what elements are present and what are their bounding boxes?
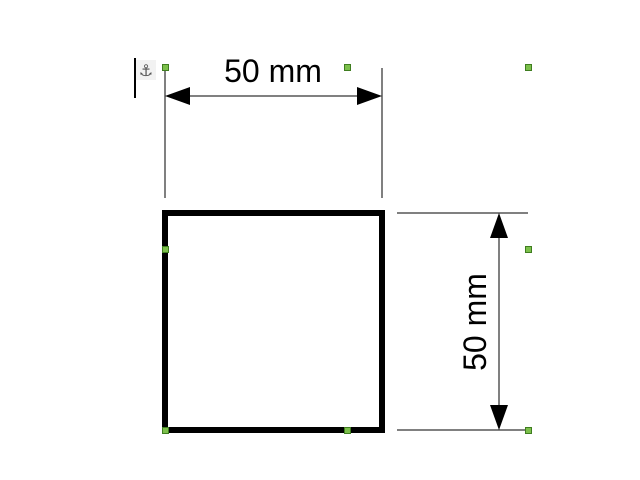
selection-handle-top-right[interactable] (525, 64, 532, 71)
selection-handle-middle-right[interactable] (525, 246, 532, 253)
square-shape[interactable] (162, 210, 385, 433)
selection-handle-bottom-left[interactable] (162, 427, 169, 434)
vertical-arrowhead-bottom (490, 405, 508, 430)
selection-handle-top-left[interactable] (162, 64, 169, 71)
horizontal-arrowhead-left (165, 87, 190, 105)
vertical-dimension-line[interactable]: 50 mm (397, 212, 528, 431)
horizontal-arrowhead-right (357, 87, 382, 105)
horizontal-dimension-line[interactable]: 50 mm (164, 53, 383, 198)
vertical-dimension-label: 50 mm (457, 273, 493, 371)
horizontal-dimension-label: 50 mm (224, 53, 322, 89)
selection-handle-middle-left[interactable] (162, 246, 169, 253)
selection-handle-top-center[interactable] (344, 64, 351, 71)
vertical-arrowhead-top (490, 213, 508, 238)
anchor-icon[interactable]: ⚓ (136, 60, 156, 80)
selection-handle-bottom-right[interactable] (525, 427, 532, 434)
selection-handle-bottom-center[interactable] (344, 427, 351, 434)
text-cursor (134, 58, 136, 98)
